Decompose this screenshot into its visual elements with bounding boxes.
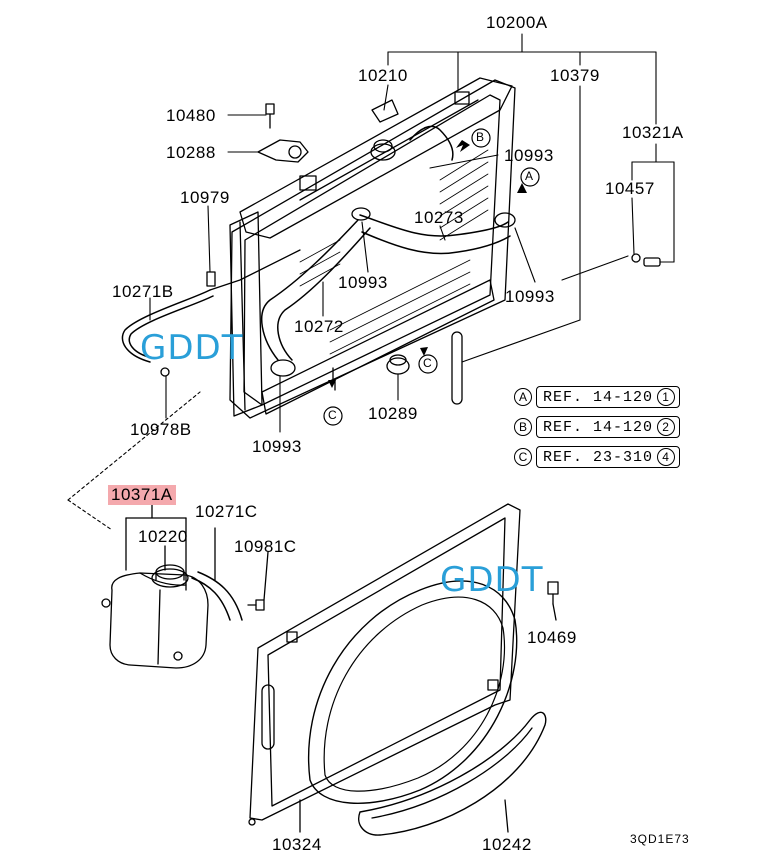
ref-letter-a: A: [514, 388, 532, 406]
ref-text-c: REF. 23-310: [543, 448, 654, 466]
reserve-tank-drawing: [101, 504, 269, 669]
label-10993-bottom: 10993: [252, 437, 302, 456]
callout-c2-letter: C: [423, 356, 432, 370]
label-10242: 10242: [482, 835, 532, 854]
callout-c1-letter: C: [328, 408, 337, 422]
label-10981C: 10981C: [234, 537, 297, 556]
callout-circles: [323, 128, 540, 426]
ref-letter-c: C: [514, 448, 532, 466]
ref-text-b: REF. 14-120: [543, 418, 654, 436]
label-10993-right: 10993: [505, 287, 555, 306]
flow-arrows: [328, 140, 527, 388]
label-10371A: 10371A: [108, 485, 176, 505]
label-10979: 10979: [180, 188, 230, 207]
label-10379: 10379: [550, 66, 600, 85]
label-10480: 10480: [166, 106, 216, 125]
ref-num-c: 4: [657, 448, 676, 466]
ref-letter-b: B: [514, 418, 532, 436]
label-10271C: 10271C: [195, 502, 258, 521]
label-10457: 10457: [605, 179, 655, 198]
ref-box-b: REF. 14-120 2: [536, 416, 681, 438]
label-10993-top: 10993: [504, 146, 554, 165]
watermark-left: GDDT: [140, 328, 244, 368]
reference-row-a: A REF. 14-120 1: [514, 386, 681, 408]
callout-a-letter: A: [525, 169, 534, 183]
label-10210: 10210: [358, 66, 408, 85]
label-10321A: 10321A: [622, 123, 684, 142]
label-10272: 10272: [294, 317, 344, 336]
label-10993-mid: 10993: [338, 273, 388, 292]
leader-lines: [67, 33, 675, 531]
label-10469: 10469: [527, 628, 577, 647]
ref-num-b: 2: [657, 418, 676, 436]
watermark-right: GDDT: [440, 560, 544, 600]
ref-text-a: REF. 14-120: [543, 388, 654, 406]
label-10288: 10288: [166, 143, 216, 162]
label-10273: 10273: [414, 208, 464, 227]
label-10289: 10289: [368, 404, 418, 423]
reference-row-c: C REF. 23-310 4: [514, 446, 681, 468]
label-10271B: 10271B: [112, 282, 174, 301]
label-10978B: 10978B: [130, 420, 192, 439]
ref-box-c: REF. 23-310 4: [536, 446, 681, 468]
fan-shroud-drawing: [248, 503, 559, 836]
radiator-assembly-drawing: [121, 77, 661, 419]
label-10200A: 10200A: [486, 13, 548, 32]
label-10324: 10324: [272, 835, 322, 854]
callout-b-letter: B: [476, 130, 485, 144]
drawing-code: 3QD1E73: [630, 832, 690, 846]
reference-row-b: B REF. 14-120 2: [514, 416, 681, 438]
label-10220: 10220: [138, 527, 188, 546]
ref-box-a: REF. 14-120 1: [536, 386, 681, 408]
ref-num-a: 1: [657, 388, 676, 406]
